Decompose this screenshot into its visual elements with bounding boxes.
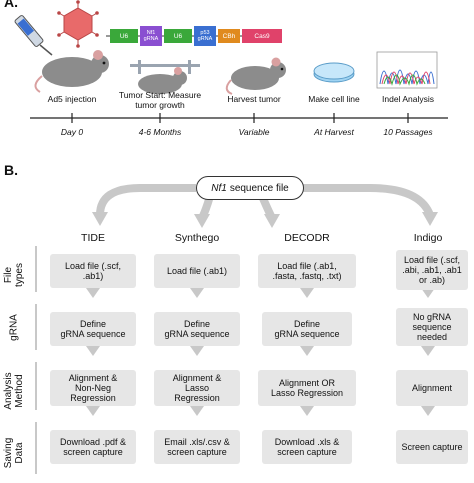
construct-p53-grna: p53 gRNA — [194, 26, 216, 46]
tool-name-indigo: Indigo — [413, 232, 443, 244]
timeline-step-time: At Harvest — [314, 127, 354, 137]
tide-saving-box: Download .pdf & screen capture — [50, 430, 136, 464]
step-arrows — [86, 288, 435, 416]
timeline-step-label: Make cell line — [308, 94, 360, 104]
row-label-saving-data: Saving Data — [3, 437, 25, 469]
chromatogram-icon — [376, 51, 438, 89]
decodr-grna-box: Define gRNA sequence — [262, 312, 352, 346]
construct-nf1-grna: Nf1 gRNA — [140, 26, 162, 46]
construct-cas9: Cas9 — [242, 29, 282, 43]
construct-cbh: CBh — [218, 29, 240, 43]
source-file-text: sequence file — [229, 182, 289, 194]
virus-icon — [57, 0, 99, 48]
panel-a-label: A. — [4, 0, 18, 10]
tool-name-decodr: DECODR — [284, 232, 330, 244]
tide-analysis-box: Alignment & Non-Neg Regression — [50, 370, 136, 406]
synthego-saving-box: Email .xls/.csv & screen capture — [154, 430, 240, 464]
row-label-file-types: File types — [3, 263, 25, 287]
indigo-saving-box: Screen capture — [396, 430, 468, 464]
mouse-icon — [225, 57, 286, 95]
indigo-grna-box: No gRNA sequence needed — [396, 308, 468, 346]
timeline-step-label: Tumor Start: Measure tumor growth — [118, 90, 202, 110]
row-label-analysis-method: Analysis Method — [3, 372, 25, 410]
panel-b-label: B. — [4, 162, 18, 178]
source-file-gene: Nf1 — [211, 182, 227, 194]
row-label-grna: gRNA — [8, 314, 20, 341]
synthego-analysis-box: Alignment & Lasso Regression — [154, 370, 240, 406]
synthego-grna-box: Define gRNA sequence — [154, 312, 240, 346]
timeline-step-time: Day 0 — [60, 127, 84, 137]
mouse-with-calipers-icon — [130, 60, 200, 94]
timeline-step-label: Ad5 injection — [47, 94, 97, 104]
timeline-step-label: Harvest tumor — [227, 94, 281, 104]
mouse-icon — [34, 50, 109, 93]
tide-grna-box: Define gRNA sequence — [50, 312, 136, 346]
syringe-icon — [14, 15, 53, 56]
indigo-analysis-box: Alignment — [396, 370, 468, 406]
decodr-saving-box: Download .xls & screen capture — [262, 430, 352, 464]
petri-dish-icon — [313, 62, 355, 83]
indigo-file-types-box: Load file (.scf, .abi, .ab1, .ab1 or .ab… — [396, 250, 468, 290]
source-file-pill: Nf1 sequence file — [196, 176, 304, 200]
timeline-step-time: Variable — [238, 127, 270, 137]
synthego-file-types-box: Load file (.ab1) — [154, 254, 240, 288]
tool-name-tide: TIDE — [81, 232, 105, 244]
decodr-file-types-box: Load file (.ab1, .fasta, .fastq, .txt) — [258, 254, 356, 288]
decodr-analysis-box: Alignment OR Lasso Regression — [258, 370, 356, 406]
timeline-step-time: 10 Passages — [383, 127, 433, 137]
construct-u6-1: U6 — [110, 29, 138, 43]
timeline-step-label: Indel Analysis — [382, 94, 434, 104]
tide-file-types-box: Load file (.scf, .ab1) — [50, 254, 136, 288]
tool-name-synthego: Synthego — [174, 232, 220, 244]
construct-u6-2: U6 — [164, 29, 192, 43]
timeline-step-time: 4-6 Months — [138, 127, 182, 137]
